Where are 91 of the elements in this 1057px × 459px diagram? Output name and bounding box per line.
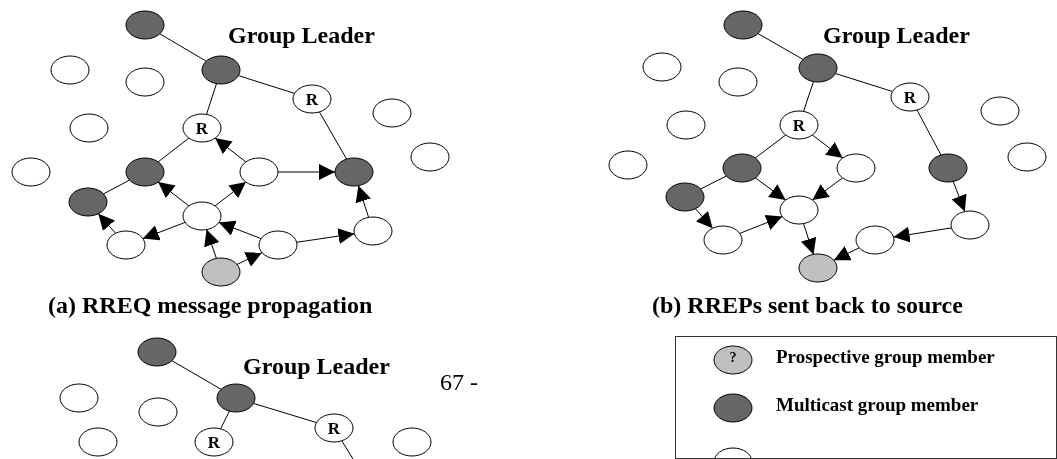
node-ellipse <box>1007 142 1047 172</box>
arrow <box>214 181 247 207</box>
node-ellipse <box>798 253 838 283</box>
node-ellipse <box>703 225 743 255</box>
group-leader-label: Group Leader <box>228 22 375 49</box>
node-ellipse <box>723 10 763 40</box>
node-ellipse <box>68 187 108 217</box>
node-ellipse <box>106 230 146 260</box>
node-ellipse <box>125 157 165 187</box>
connector-line <box>103 179 130 195</box>
arrow <box>800 223 817 255</box>
node-ellipse <box>125 10 165 40</box>
group-leader-label: Group Leader <box>243 353 390 380</box>
arrow <box>277 164 336 180</box>
node-ellipse <box>125 67 165 97</box>
router-node: R <box>182 113 222 143</box>
arrow <box>355 185 371 218</box>
node-ellipse <box>718 67 758 97</box>
arrow <box>811 134 844 159</box>
node-ellipse <box>201 55 241 85</box>
node-ellipse <box>980 96 1020 126</box>
node-ellipse <box>258 230 298 260</box>
arrow <box>296 228 355 244</box>
connector-line <box>237 75 296 94</box>
node-ellipse <box>182 201 222 231</box>
node-ellipse <box>722 153 762 183</box>
node-ellipse <box>666 110 706 140</box>
connector-line <box>318 111 348 160</box>
connector-line <box>171 360 222 390</box>
node-ellipse <box>665 182 705 212</box>
arrow <box>218 220 262 240</box>
node-ellipse <box>239 157 279 187</box>
router-node: R <box>890 82 930 112</box>
router-node: R <box>314 413 354 443</box>
node-ellipse <box>216 383 256 413</box>
node-ellipse <box>779 195 819 225</box>
node-ellipse <box>836 153 876 183</box>
router-node: R <box>292 84 332 114</box>
connector-line <box>916 109 942 156</box>
arrow <box>833 246 860 261</box>
router-node: R <box>779 110 819 140</box>
connector-line <box>700 175 727 190</box>
node-ellipse <box>855 225 895 255</box>
node-ellipse <box>950 210 990 240</box>
node-ellipse <box>392 427 432 457</box>
node-ellipse <box>608 150 648 180</box>
arrow <box>157 181 190 207</box>
router-node: R <box>194 427 234 457</box>
group-leader-label: Group Leader <box>823 22 970 49</box>
swatch-symbol: ? <box>728 350 738 366</box>
node-ellipse <box>11 157 51 187</box>
node-ellipse <box>334 157 374 187</box>
arrow <box>893 226 952 243</box>
legend-text: Multicast group member <box>776 394 979 416</box>
node-ellipse <box>78 427 118 457</box>
connector-line <box>341 440 354 459</box>
node-ellipse <box>59 383 99 413</box>
legend-text: Prospective group member <box>776 346 995 368</box>
arrow <box>214 137 247 163</box>
node-ellipse <box>137 337 177 367</box>
arrow <box>951 181 967 212</box>
connector-line <box>253 402 317 424</box>
node-ellipse <box>201 257 241 287</box>
node-ellipse <box>69 113 109 143</box>
connector-line <box>157 137 190 163</box>
node-ellipse <box>138 397 178 427</box>
connector-line <box>754 134 787 159</box>
node-ellipse <box>928 153 968 183</box>
connector-line <box>206 83 217 115</box>
connector-line <box>803 81 814 112</box>
connector-line <box>159 33 207 62</box>
panel-caption: (a) RREQ message propagation <box>48 292 373 319</box>
node-ellipse <box>353 216 393 246</box>
node-ellipse <box>798 53 838 83</box>
arrow <box>204 229 220 259</box>
page-number: 67 - <box>440 369 478 396</box>
arrow <box>754 177 787 201</box>
connector-line <box>220 410 230 430</box>
node-ellipse <box>50 55 90 85</box>
node-ellipse <box>372 98 412 128</box>
arrow <box>811 177 844 201</box>
arrow <box>97 213 117 234</box>
node-ellipse <box>642 52 682 82</box>
arrow <box>236 252 263 267</box>
node-ellipse <box>410 142 450 172</box>
arrow <box>694 208 714 229</box>
panel-caption: (b) RREPs sent back to source <box>652 292 963 319</box>
connector-line <box>835 73 893 92</box>
connector-line <box>757 33 804 60</box>
arrow <box>739 215 783 234</box>
arrow <box>142 221 186 241</box>
